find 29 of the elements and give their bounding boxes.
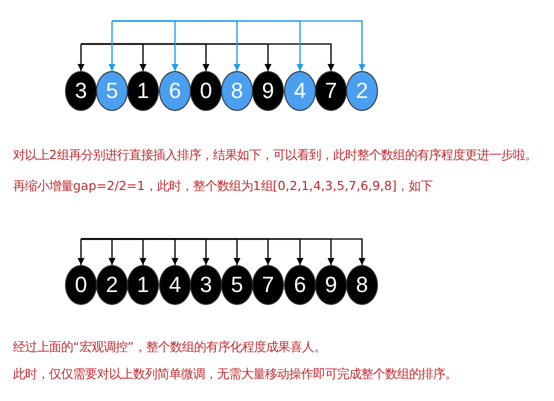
number-circle: 3: [65, 71, 97, 111]
number-circle: 4: [159, 265, 191, 305]
arrow: [78, 238, 84, 265]
number-circle: 8: [221, 71, 253, 111]
number-circle: 1: [127, 265, 159, 305]
number-circle: 1: [127, 71, 159, 111]
number-circle: 4: [284, 71, 316, 111]
number-circle: 7: [315, 71, 347, 111]
number-circle: 5: [221, 265, 253, 305]
arrow: [81, 43, 334, 71]
note-text: 此时，仅仅需要对以上数列简单微调，无需大量移动操作即可完成整个数组的排序。: [13, 366, 457, 382]
number-circle: 2: [346, 71, 378, 111]
number-circle: 6: [284, 265, 316, 305]
number-circle: 8: [346, 265, 378, 305]
number-circle: 7: [252, 265, 284, 305]
note-text: 经过上面的“宏观调控”，整个数组的有序化程度成果喜人。: [13, 339, 326, 355]
note-text: 对以上2组再分别进行直接插入排序，结果如下，可以看到，此时整个数组的有序程度更进一步啦。: [13, 147, 537, 163]
number-circle: 6: [159, 71, 191, 111]
number-circle: 3: [190, 265, 222, 305]
number-circle: 0: [190, 71, 222, 111]
number-circle: 9: [252, 71, 284, 111]
arrow: [78, 43, 84, 71]
arrow: [108, 20, 116, 71]
number-circle: 2: [96, 265, 128, 305]
number-circle: 5: [96, 71, 128, 111]
arrow: [112, 20, 366, 71]
number-circle: 9: [315, 265, 347, 305]
note-text: 再缩小增量gap=2/2=1，此时，整个数组为1组[0,2,1,4,3,5,7,6,9,8]，如下: [13, 178, 433, 194]
number-circle: 0: [65, 265, 97, 305]
